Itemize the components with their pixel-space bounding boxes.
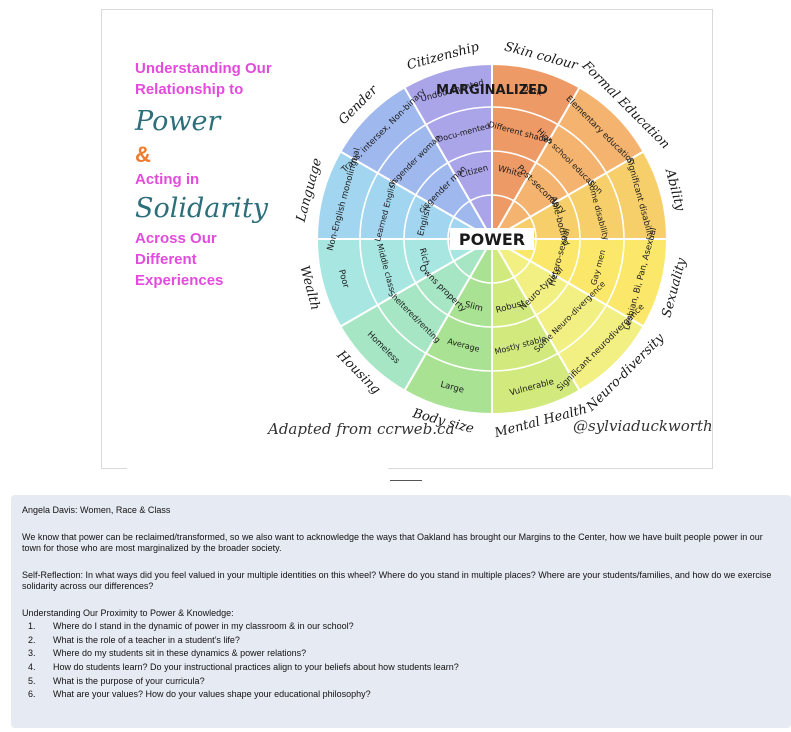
wheel-wedge-1 [491, 62, 581, 243]
wheel-marginalized-label: MARGINALIZED [436, 83, 548, 98]
wheel-inner-label: Slim [464, 300, 484, 314]
title-line-7: Across Our [135, 230, 217, 247]
slide-divider [390, 480, 422, 481]
wheel-ring-3 [447, 194, 537, 284]
wheel-ring-lines [359, 106, 625, 372]
list-item: 1.Where do I stand in the dynamic of pow… [28, 621, 354, 631]
list-item: 2.What is the role of a teacher in a stu… [28, 634, 240, 645]
wheel-inner-label: Rich [417, 247, 431, 267]
wheel-center-label: POWER [459, 230, 525, 249]
wheel-wedge-4 [488, 238, 669, 328]
title-line-1: Understanding Our [135, 60, 272, 77]
title-ampersand: & [135, 142, 151, 167]
title-word-solidarity: Solidarity [135, 193, 269, 224]
notes-question-list: 1.Where do I stand in the dynamic of pow… [22, 620, 779, 702]
notes-paragraph-1: We know that power can be reclaimed/tran… [22, 531, 763, 554]
wheel-wedge-5 [489, 236, 645, 392]
wheel-wedges [315, 62, 669, 416]
title-line-8: Different [135, 251, 197, 268]
wheel-center-box [450, 228, 534, 250]
wheel-outer-label: Poor [336, 269, 351, 290]
list-item: 3.Where do my students sit in these dyna… [28, 648, 307, 659]
wheel-center: POWER [450, 228, 534, 250]
wheel-wedge-7 [403, 235, 493, 416]
wheel-wedge-12 [403, 62, 493, 243]
wheel-ring-2 [403, 150, 581, 328]
wheel-wedge-6 [491, 235, 581, 416]
title-line-2: Relationship to [135, 81, 244, 98]
notes-list-heading: Understanding Our Proximity to Power & K… [22, 607, 234, 618]
title-line-9: Experiences [135, 272, 224, 289]
author-handle: @sylviaduckworth [573, 417, 713, 435]
wheel-wedge-11 [339, 86, 495, 242]
list-item: 5.What is the purpose of your curricula? [28, 675, 205, 686]
slide-title: Understanding Our Relationship to Power … [135, 58, 305, 291]
list-item: 4.How do students learn? Do your instruc… [28, 662, 459, 673]
wheel-category-label: Wealth [296, 264, 322, 312]
notes-heading: Angela Davis: Women, Race & Class [22, 505, 171, 515]
wheel-wedge-3 [488, 150, 669, 240]
slide-shadow [127, 466, 388, 480]
title-line-acting: Acting in [135, 171, 200, 188]
wheel-ring-1 [359, 106, 625, 372]
title-word-power: Power [135, 106, 221, 137]
wheel-wedge-2 [489, 86, 645, 242]
wheel-category-label: Ability [662, 167, 688, 214]
wheel-wedge-9 [315, 238, 496, 328]
wheel-wedge-10 [315, 150, 496, 240]
speaker-notes[interactable]: Angela Davis: Women, Race & Class We kno… [11, 495, 791, 728]
notes-paragraph-2: Self-Reflection: In what ways did you fe… [22, 569, 772, 592]
wheel-wedge-8 [339, 236, 495, 392]
list-item: 6.What are your values? How do your valu… [28, 689, 371, 700]
slide-image: Understanding Our Relationship to Power … [101, 9, 713, 469]
credit-text: Adapted from ccrweb.ca [268, 420, 455, 438]
